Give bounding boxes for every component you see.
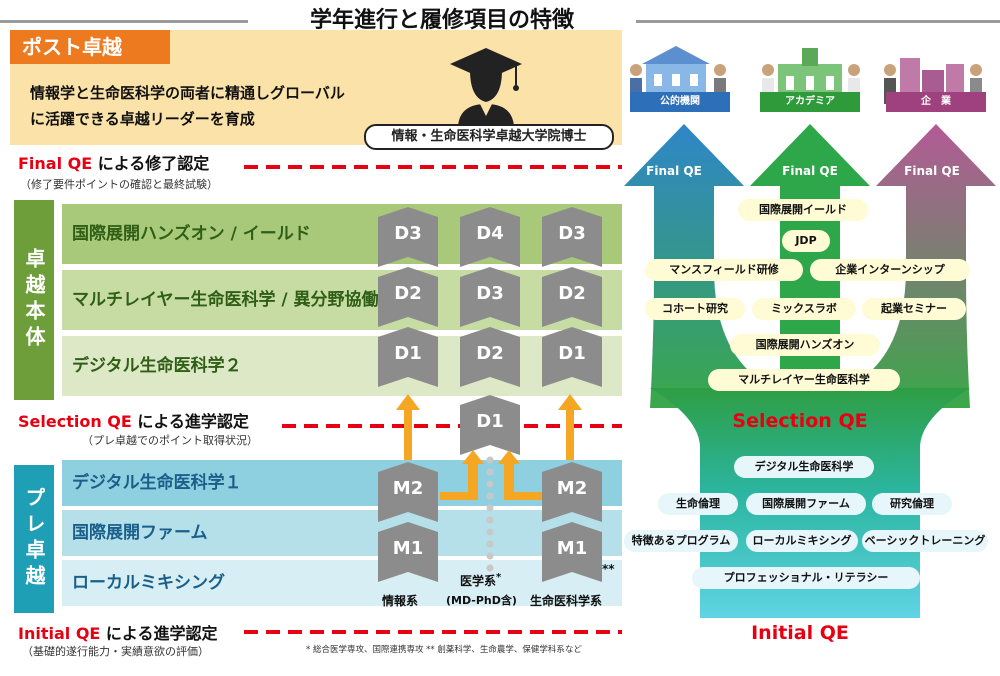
initial-qe-name: Initial QE: [18, 624, 101, 643]
final-qe-name: Final QE: [18, 154, 93, 173]
main-row-1: 国際展開ハンズオン / イールド: [62, 204, 622, 264]
graduate-icon: [450, 48, 522, 126]
item-mansfield: マンスフィールド研修: [645, 259, 803, 281]
track-medical: 医学系*: [460, 572, 501, 589]
progression-arrows: [396, 394, 582, 572]
degree-label: 情報・生命医科学卓越大学院博士: [364, 124, 614, 150]
chevron-left-d2: D2: [378, 267, 438, 327]
pre-row-2: 国際展開ファーム: [62, 510, 622, 556]
selection-qe-name: Selection QE: [18, 412, 132, 431]
institution-academia: アカデミア: [760, 92, 860, 112]
initial-qe-text: による進学認定: [105, 624, 218, 643]
chevron-label: M2: [392, 478, 424, 499]
initial-qe-heading: Initial QE による進学認定: [18, 620, 217, 644]
item-multilayer: マルチレイヤー生命医科学: [708, 369, 900, 391]
item-intl-handson: 国際展開ハンズオン: [730, 334, 880, 356]
post-excellence-label: ポスト卓越: [10, 30, 170, 64]
chevron-left-d3: D3: [378, 207, 438, 267]
chevron-right-d3: D3: [542, 207, 602, 267]
chevron-left-m2: M2: [378, 462, 438, 522]
track-medical-note: (MD-PhD含): [446, 594, 517, 607]
final-qe-text: による修了認定: [97, 154, 210, 173]
chevron-label: D3: [558, 223, 586, 244]
final-qe-note: （修了要件ポイントの確認と最終試験）: [20, 178, 218, 191]
chevron-left-d1: D1: [378, 327, 438, 387]
item-mixlab: ミックスラボ: [752, 298, 856, 320]
chevron-right-m2: M2: [542, 462, 602, 522]
chevron-center-d4: D4: [460, 207, 520, 267]
chevron-right-d2: D2: [542, 267, 602, 327]
chevron-label: D2: [394, 283, 422, 304]
track-info: 情報系: [382, 594, 419, 608]
pre-stage-label: プレ卓越: [14, 465, 54, 613]
item-local-mixing: ローカルミキシング: [746, 530, 858, 552]
track-lifescience: 生命医科学系: [530, 594, 603, 608]
track-medical-name: 医学系: [460, 574, 497, 588]
final-qe-arrow-left: Final QE: [646, 164, 702, 178]
initial-qe-note: （基礎的遂行能力・実績意欲の評価）: [22, 645, 209, 658]
final-qe-line: [244, 165, 622, 169]
chevron-label: D4: [476, 223, 504, 244]
header: 学年進行と履修項目の特徴: [0, 8, 1000, 34]
main-stage-label: 卓越本体: [14, 200, 54, 400]
chevron-label: D3: [476, 283, 504, 304]
chevron-center-d2: D2: [460, 327, 520, 387]
post-excellence-goal: 情報学と生命医科学の両者に精通しグローバル に活躍できる卓越リーダーを育成: [30, 80, 345, 132]
initial-qe-tree-label: Initial QE: [751, 622, 849, 644]
main-row-3: デジタル生命医科学２: [62, 336, 622, 396]
item-special-program: 特徴あるプログラム: [624, 530, 738, 552]
item-internship: 企業インターンシップ: [810, 259, 970, 281]
goal-line-2: に活躍できる卓越リーダーを育成: [30, 110, 255, 128]
main-row-2: マルチレイヤー生命医科学 / 異分野協働: [62, 270, 622, 330]
page-title: 学年進行と履修項目の特徴: [248, 8, 636, 34]
chevron-label: M1: [556, 538, 588, 559]
chevron-center-d1: D1: [460, 395, 520, 455]
selection-qe-text: による進学認定: [137, 412, 249, 431]
chevron-label: D3: [394, 223, 422, 244]
title-rule-left: [0, 20, 248, 23]
institution-company: 企 業: [886, 92, 986, 112]
chevron-label: M2: [556, 478, 588, 499]
selection-qe-heading: Selection QE による進学認定: [18, 408, 249, 432]
chevron-right-m1: M1: [542, 522, 602, 582]
item-startup-seminar: 起業セミナー: [862, 298, 966, 320]
item-jdp: JDP: [782, 230, 830, 252]
chevron-left-m1: M1: [378, 522, 438, 582]
institution-public: 公的機関: [630, 92, 730, 112]
item-research-ethics: 研究倫理: [872, 493, 952, 515]
item-digital-life: デジタル生命医科学: [734, 456, 874, 478]
footnote: * 総合医学専攻、国際連携専攻 ** 創薬科学、生命農学、保健学科系など: [306, 645, 582, 655]
title-rule-right: [636, 20, 1000, 23]
item-cohort: コホート研究: [645, 298, 745, 320]
initial-qe-line: [244, 630, 622, 634]
final-qe-arrow-right: Final QE: [904, 164, 960, 178]
final-qe-heading: Final QE による修了認定: [18, 150, 209, 174]
selection-qe-note: （プレ卓越でのポイント取得状況）: [82, 434, 258, 447]
item-basic-training: ベーシックトレーニング: [862, 530, 988, 552]
chevron-label: D1: [476, 411, 504, 432]
selection-qe-tree-label: Selection QE: [732, 410, 868, 432]
item-intl-yield: 国際展開イールド: [738, 199, 868, 221]
goal-line-1: 情報学と生命医科学の両者に精通しグローバル: [30, 84, 345, 102]
chevron-label: M1: [392, 538, 424, 559]
item-bioethics: 生命倫理: [658, 493, 738, 515]
chevron-label: D2: [558, 283, 586, 304]
item-professional-literacy: プロフェッショナル・リテラシー: [692, 567, 920, 589]
chevron-right-d1: D1: [542, 327, 602, 387]
track-medical-mark: *: [496, 572, 502, 583]
track-lifescience-mark: **: [602, 562, 615, 576]
chevron-label: D1: [558, 343, 586, 364]
chevron-label: D1: [394, 343, 422, 364]
pre-row-3: ローカルミキシング: [62, 560, 622, 606]
selection-qe-line: [282, 424, 622, 428]
final-qe-arrow-center: Final QE: [782, 164, 838, 178]
chevron-center-d3: D3: [460, 267, 520, 327]
item-intl-farm: 国際展開ファーム: [746, 493, 866, 515]
chevron-label: D2: [476, 343, 504, 364]
